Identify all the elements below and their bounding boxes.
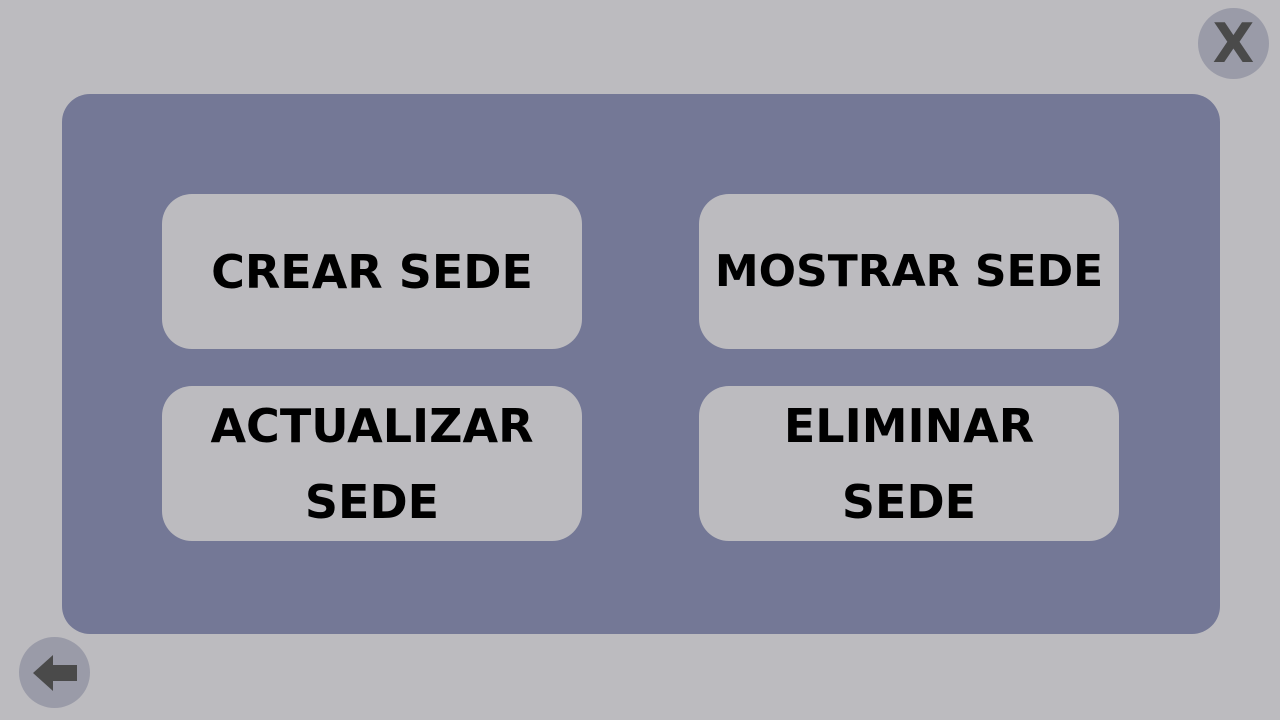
crear-sede-label: CREAR SEDE [211,244,533,299]
arrow-left-icon [32,654,77,691]
mostrar-sede-button[interactable]: MOSTRAR SEDE [699,194,1119,349]
back-button[interactable] [19,637,90,708]
mostrar-sede-label: MOSTRAR SEDE [714,245,1104,297]
actualizar-sede-button[interactable]: ACTUALIZAR SEDE [162,386,582,541]
actualizar-sede-label: ACTUALIZAR SEDE [210,398,534,529]
crear-sede-button[interactable]: CREAR SEDE [162,194,582,349]
menu-panel: CREAR SEDE MOSTRAR SEDE ACTUALIZAR SEDE … [62,94,1220,634]
eliminar-sede-button[interactable]: ELIMINAR SEDE [699,386,1119,541]
close-button[interactable]: X [1198,8,1269,79]
close-label: X [1212,11,1255,75]
eliminar-sede-label: ELIMINAR SEDE [783,398,1035,529]
